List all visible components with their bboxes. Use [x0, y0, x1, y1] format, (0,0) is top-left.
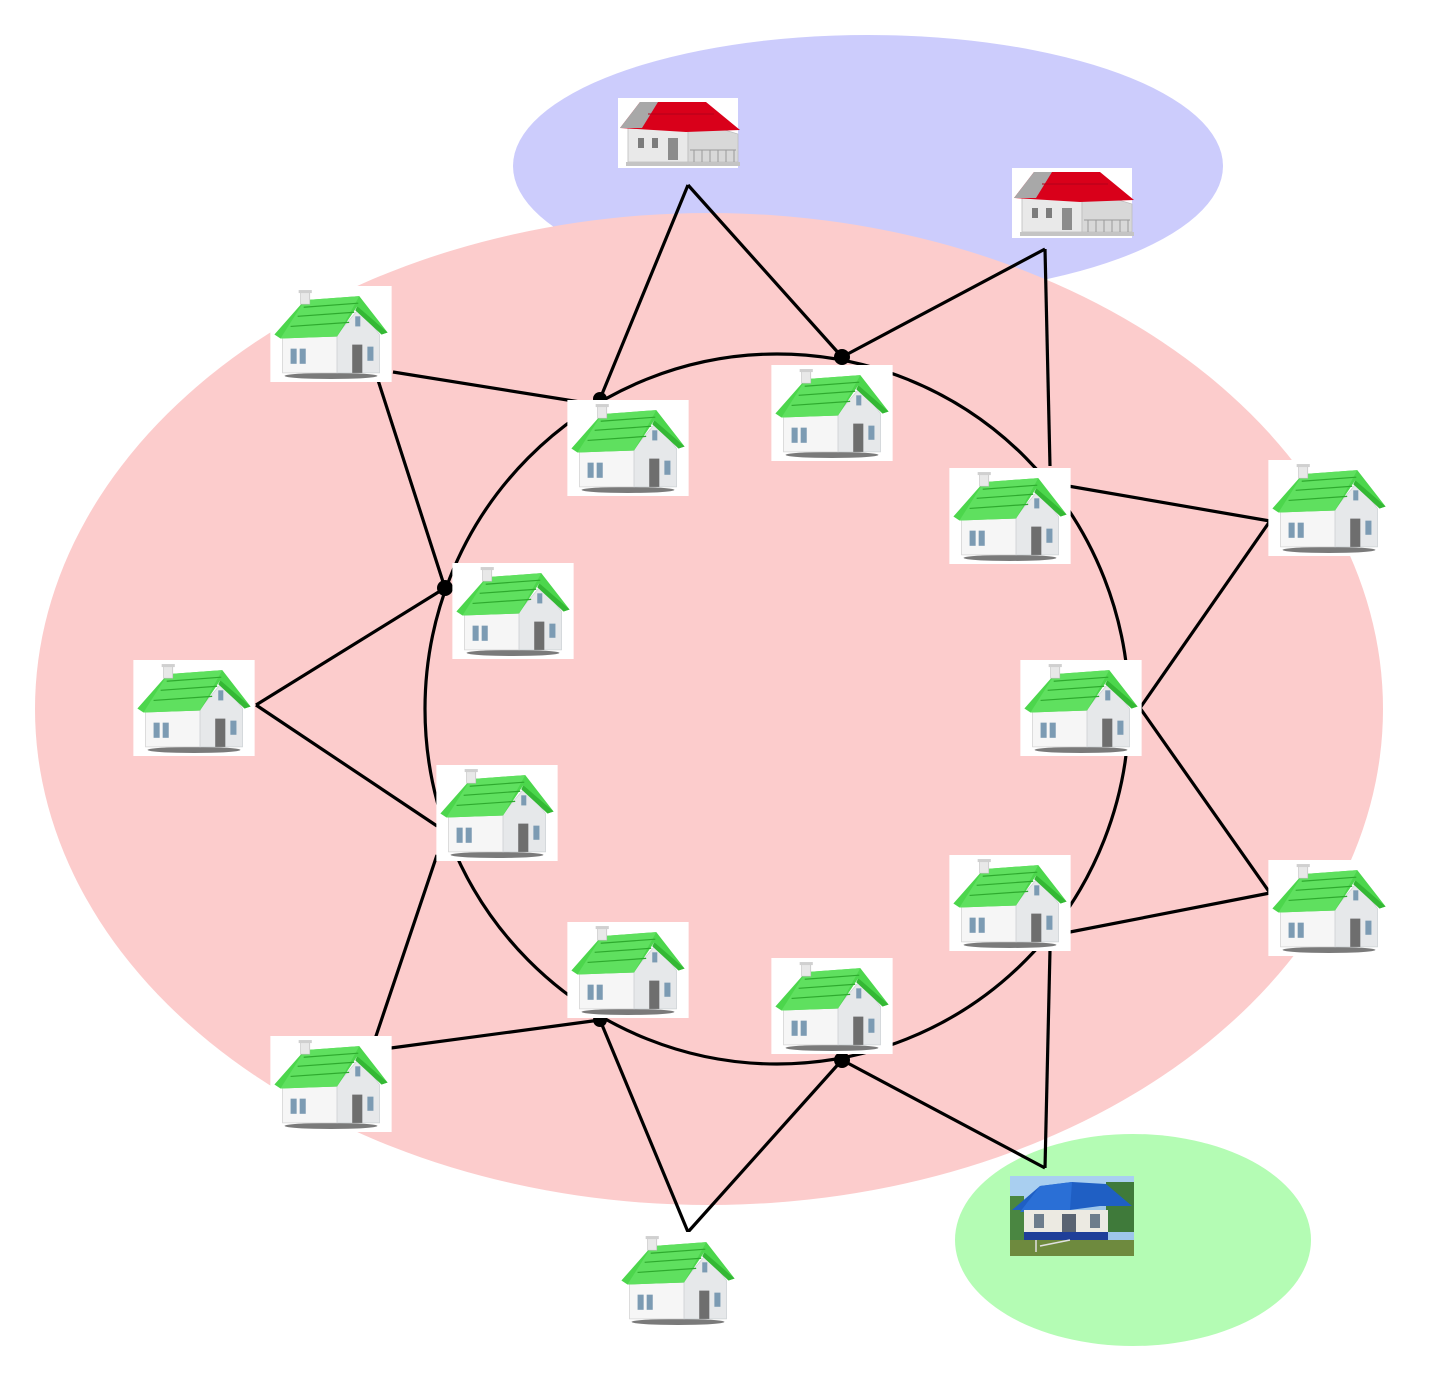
link-line — [392, 370, 581, 404]
house-ring-9[interactable] — [452, 563, 574, 659]
link-line — [373, 854, 439, 1040]
link-line — [1138, 707, 1272, 894]
junction-dot — [834, 349, 850, 365]
junction-dot — [437, 580, 453, 596]
house-ring-4[interactable] — [1020, 660, 1142, 756]
link-line — [841, 1058, 1046, 1170]
link-line — [375, 376, 447, 589]
link-line — [390, 1018, 601, 1050]
house-outer-bottom[interactable] — [617, 1232, 739, 1328]
link-line — [598, 184, 690, 400]
house-outer-left-bottom[interactable] — [270, 1036, 392, 1132]
house-ring-1[interactable] — [567, 400, 689, 496]
link-line — [598, 1019, 690, 1233]
link-line — [255, 703, 438, 828]
link-line — [686, 183, 844, 359]
house-outer-right-bottom[interactable] — [1268, 860, 1390, 956]
house-ring-6[interactable] — [771, 958, 893, 1054]
house-outer-left[interactable] — [133, 660, 255, 756]
house-ring-7[interactable] — [567, 922, 689, 1018]
link-line — [686, 1058, 844, 1234]
house-red-1[interactable] — [617, 98, 740, 168]
house-red-2[interactable] — [1011, 168, 1134, 238]
link-line — [1138, 520, 1272, 709]
link-line — [1069, 891, 1271, 934]
house-outer-right-top[interactable] — [1268, 460, 1390, 556]
link-line — [1043, 248, 1052, 467]
link-line — [255, 586, 446, 707]
house-ring-5[interactable] — [949, 855, 1071, 951]
house-outer-left-top[interactable] — [270, 286, 392, 382]
link-group — [255, 183, 1272, 1234]
junction-dot — [834, 1052, 850, 1068]
main-community-region — [35, 213, 1383, 1205]
house-ring-2[interactable] — [771, 365, 893, 461]
house-blue-1[interactable] — [1010, 1176, 1134, 1256]
house-ring-8[interactable] — [436, 765, 558, 861]
house-ring-3[interactable] — [949, 468, 1071, 564]
link-line — [1043, 949, 1052, 1169]
link-line — [1067, 484, 1271, 523]
link-line — [841, 247, 1046, 359]
